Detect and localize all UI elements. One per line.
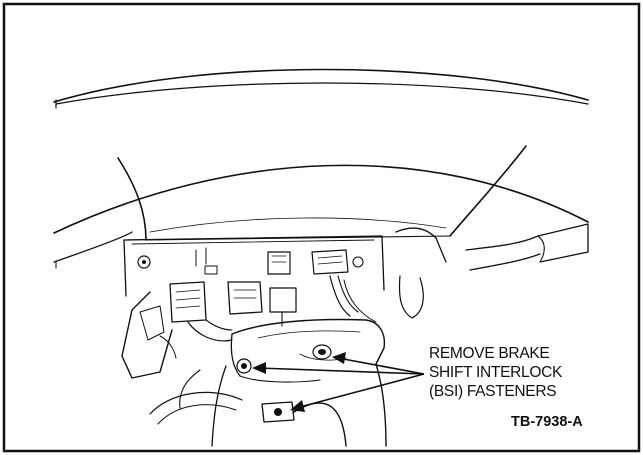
callout-line-3: (BSI) FASTENERS xyxy=(429,383,556,400)
ignition-lock-housing xyxy=(121,291,177,379)
steering-wheel-rim xyxy=(53,68,589,269)
steering-column-base xyxy=(149,391,243,425)
callout-leader-lines xyxy=(252,352,425,412)
wire-harness xyxy=(169,275,377,342)
reference-code: TB-7938-A xyxy=(511,414,583,430)
callout-line-1: REMOVE BRAKE xyxy=(429,345,549,362)
column-housing xyxy=(123,235,385,297)
bsi-solenoid-bracket xyxy=(230,318,386,423)
callout-line-2: SHIFT INTERLOCK xyxy=(429,364,563,381)
multifunction-switch-stalk xyxy=(395,223,589,319)
